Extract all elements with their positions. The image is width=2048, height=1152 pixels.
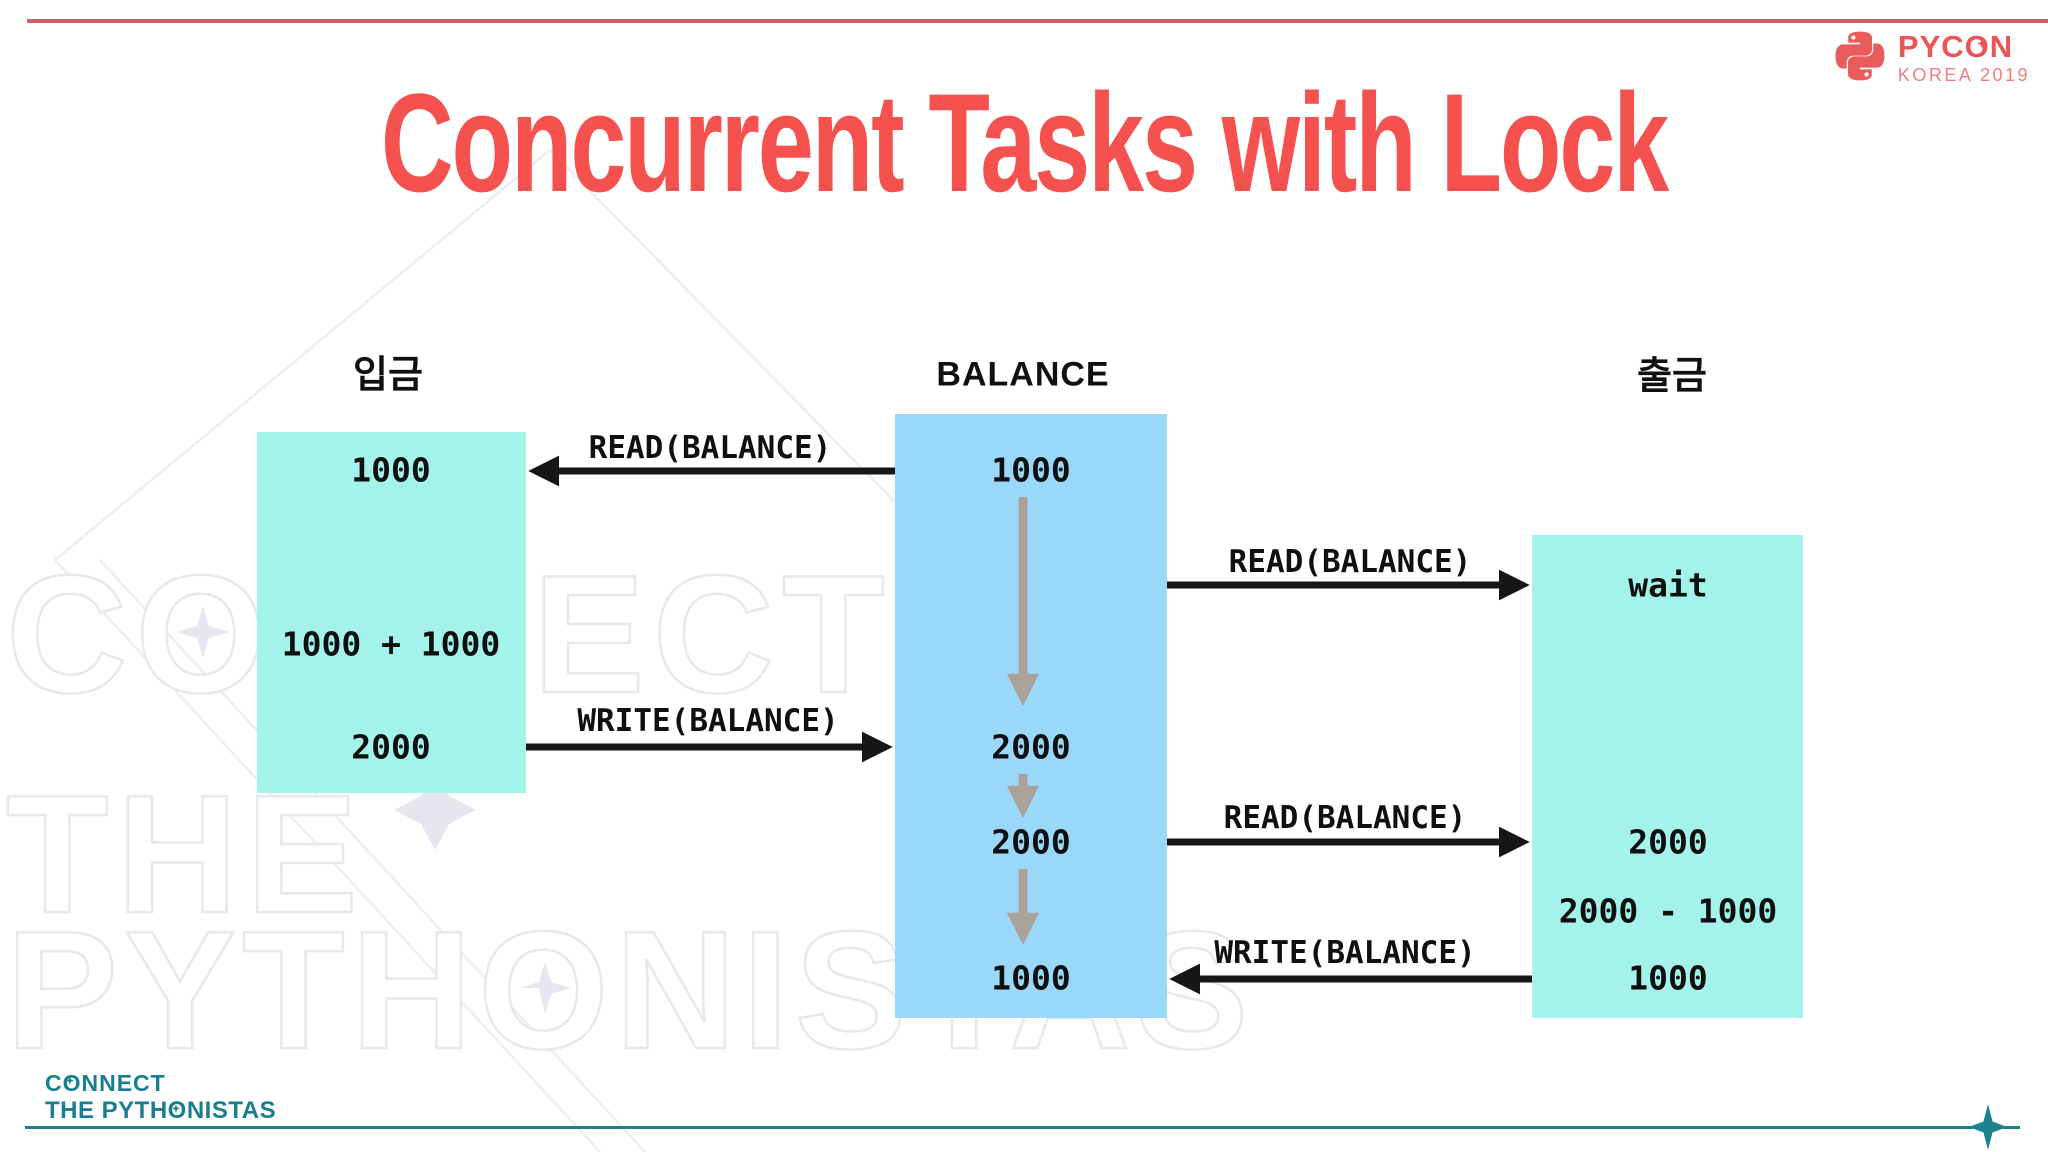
footer-accent-line (25, 1126, 2020, 1129)
withdraw-box (1532, 535, 1803, 1018)
deposit-value: 2000 (351, 727, 431, 767)
arrow-label-read-withdraw-2: READ(BALANCE) (1223, 800, 1467, 836)
withdraw-column-label: 출금 (1637, 355, 1707, 398)
balance-value: 2000 (991, 822, 1071, 862)
footer-pythonistas-o-star-icon (172, 1104, 180, 1113)
footer-pythonistas-label: THE PYTHONISTAS (45, 1097, 277, 1124)
watermark-row-the: THE (6, 760, 366, 948)
title-wrap: Concurrent Tasks with Lock (287, 68, 1762, 218)
withdraw-value: wait (1628, 565, 1708, 605)
deposit-box (257, 432, 526, 793)
pycon-logo: PYCON KOREA 2019 (1832, 28, 2030, 89)
arrow-label-write-withdraw: WRITE(BALANCE) (1214, 935, 1476, 971)
balance-value: 2000 (991, 727, 1071, 767)
pycon-brand-label: PYCON (1897, 29, 2014, 65)
withdraw-value: 1000 (1628, 958, 1708, 998)
balance-value: 1000 (991, 958, 1071, 998)
footer-connect-label: CONNECT (45, 1070, 166, 1096)
balance-value: 1000 (991, 450, 1071, 490)
pycon-subtitle-label: KOREA 2019 (1897, 65, 2030, 86)
withdraw-value: 2000 - 1000 (1558, 891, 1778, 931)
top-accent-line (27, 19, 2048, 23)
deposit-value: 1000 (351, 450, 431, 490)
arrow-label-read-deposit: READ(BALANCE) (588, 430, 832, 466)
deposit-column-label: 입금 (353, 354, 423, 397)
python-logo-icon (1832, 28, 1888, 89)
balance-column-label: BALANCE (936, 355, 1110, 394)
watermark-star-icons (177, 606, 571, 1014)
pycon-o-star-icon (1977, 38, 1987, 49)
arrow-label-read-withdraw-1: READ(BALANCE) (1228, 544, 1472, 580)
withdraw-value: 2000 (1628, 822, 1708, 862)
pycon-logo-text: PYCON KOREA 2019 (1898, 31, 2030, 86)
page-title: Concurrent Tasks with Lock (380, 64, 1669, 221)
deposit-value: 1000 + 1000 (281, 624, 501, 664)
arrow-label-write-deposit: WRITE(BALANCE) (577, 703, 839, 739)
footer-connect-o-star-icon (66, 1076, 74, 1085)
